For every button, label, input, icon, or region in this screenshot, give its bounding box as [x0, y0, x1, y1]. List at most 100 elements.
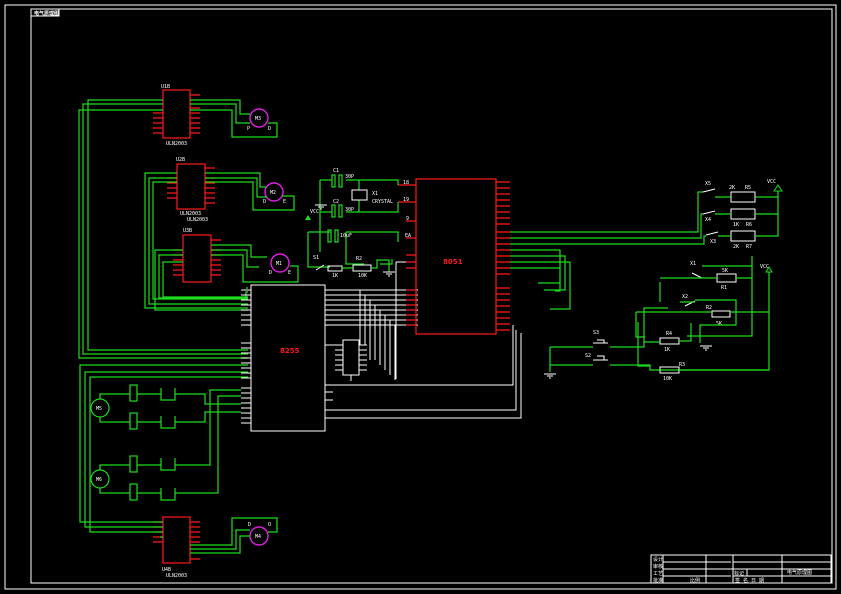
- motor-label: M1: [276, 261, 282, 267]
- resistor-ref: R6: [746, 222, 752, 228]
- title-row-label: 工艺: [653, 571, 663, 577]
- dc-motor-label: M6: [96, 477, 102, 483]
- latch-outline: [342, 339, 360, 376]
- resistor-value: 1K: [733, 222, 739, 228]
- switch-bank-top: X5 X4 X3 2K R5 1K R6 2K R7 VCC: [510, 179, 783, 250]
- vcc-label: VCC: [310, 209, 319, 215]
- driver-part-2: ULN2003: [187, 217, 208, 223]
- sign-label: 签 名 日 期: [735, 577, 764, 584]
- vcc-label: VCC: [760, 264, 769, 270]
- resistor-ref: R4: [666, 331, 672, 337]
- driver-part: ULN2003: [166, 573, 187, 579]
- motor-pin-b: D: [268, 126, 271, 132]
- motor-label: M4: [255, 534, 261, 540]
- driver-u1: U1B ULN2003 M3 P D: [153, 84, 278, 147]
- outer-frame: [4, 4, 837, 590]
- title-row-label: 批准: [653, 577, 663, 584]
- cap-ref: C2: [333, 199, 339, 205]
- title-row-label: 设计: [653, 556, 663, 563]
- drawing-name: 电气原理图: [787, 569, 812, 576]
- vcc-label: VCC: [767, 179, 776, 185]
- driver-chip-outline: [162, 89, 191, 139]
- motor-label: M3: [255, 116, 261, 122]
- title-row-label: 审核: [653, 563, 663, 570]
- driver-part: ULN2003: [166, 141, 187, 147]
- button-bank: S3 S2 R4 1K R3 10K: [544, 307, 769, 382]
- switch-ref: X5: [705, 181, 711, 187]
- stepper-motor-icon: [270, 253, 290, 273]
- resistor-value: 1K: [332, 273, 338, 279]
- title-tag-box: [30, 8, 60, 17]
- motor-pin-b: O: [268, 522, 271, 528]
- driver-ref: U2B: [176, 157, 185, 163]
- mark-label: 标记: [734, 570, 744, 577]
- resistor-ref: R7: [746, 244, 752, 250]
- driver-chip-outline: [182, 234, 212, 283]
- title-tag: 电气原理图: [34, 10, 59, 17]
- resistor-value: 5K: [722, 268, 728, 274]
- crystal-circuit: C1 30P C2 30P 10uF X1 CRYSTAL VCC S1 1K …: [305, 168, 399, 279]
- switch-ref: X3: [710, 239, 716, 245]
- driver-ref: U1B: [161, 84, 170, 90]
- resistor-ref: R2: [706, 305, 712, 311]
- mcu-8051: 8051 18 19 9 EA: [398, 178, 510, 335]
- title-block: 设计 审核 工艺 批准 比例 标记 签 名 日 期 电气原理图: [650, 554, 832, 584]
- resistor-icon: [327, 265, 343, 272]
- resistor-icon: [711, 310, 731, 318]
- switch-bank-mid: X1 5K R1 X2 R2 5K VCC: [510, 249, 773, 371]
- cap-value: 30P: [345, 174, 354, 180]
- resistor-value: 2K: [729, 185, 735, 191]
- button-ref: S3: [593, 330, 599, 336]
- resistor-icon: [659, 337, 680, 345]
- driver-chip-outline: [176, 163, 206, 210]
- motor-pin-a: P: [247, 126, 250, 132]
- stepper-motor-icon: [264, 182, 284, 202]
- driver-ref: U3B: [183, 228, 192, 234]
- resistor-value: 5K: [716, 321, 722, 327]
- mcu-label: 8051: [443, 258, 463, 266]
- scale-label: 比例: [690, 577, 700, 584]
- resistor-ref: R3: [679, 362, 685, 368]
- dc-motor-section: M5 M6: [90, 384, 241, 501]
- switch-ref: X1: [690, 261, 696, 267]
- resistor-value: 1K: [664, 347, 670, 353]
- motor-pin-b: E: [283, 199, 286, 205]
- switch-ref: S1: [313, 255, 319, 261]
- stepper-motor-icon: [249, 108, 269, 128]
- mcu-outline: [415, 178, 497, 335]
- resistor-icon: [730, 230, 756, 242]
- resistor-icon: [730, 208, 756, 220]
- dc-motor-label: M5: [96, 406, 102, 412]
- inner-frame: [30, 8, 833, 584]
- driver-u4: U4B ULN2003 M4 D O: [153, 516, 278, 579]
- switch-ref: X4: [705, 217, 711, 223]
- io-chip-8255: 8255: [241, 284, 333, 432]
- resistor-ref: R1: [721, 285, 727, 291]
- resistor-icon: [730, 191, 756, 203]
- resistor-value: 2K: [733, 244, 739, 250]
- crystal-ref: X1: [372, 191, 378, 197]
- driver-chip-outline: [162, 516, 191, 564]
- mcu-pin-label: EA: [405, 233, 411, 239]
- resistor-ref: R5: [745, 185, 751, 191]
- motor-label: M2: [270, 190, 276, 196]
- cap-ref: C1: [333, 168, 339, 174]
- resistor-icon: [716, 273, 737, 283]
- latch-chip: [333, 261, 522, 419]
- driver-part: ULN2003: [180, 211, 201, 217]
- driver-ref: U4B: [162, 567, 171, 573]
- motor-pin-a: D: [269, 270, 272, 276]
- driver-u2: U2B ULN2003 ULN2003 M2 D E: [167, 157, 295, 223]
- mcu-pin-label: 19: [403, 197, 409, 203]
- bus-wires: [78, 99, 248, 538]
- mcu-pin-label: 9: [406, 216, 409, 222]
- motor-pin-b: E: [288, 270, 291, 276]
- motor-pin-a: D: [263, 199, 266, 205]
- driver-u3: U3B M1 D E: [173, 228, 299, 283]
- io-chip-outline: [250, 284, 326, 432]
- io-chip-label: 8255: [280, 347, 300, 355]
- mcu-pin-label: 18: [403, 180, 409, 186]
- vcc-icon: [305, 215, 311, 220]
- resistor-value: 10K: [358, 273, 367, 279]
